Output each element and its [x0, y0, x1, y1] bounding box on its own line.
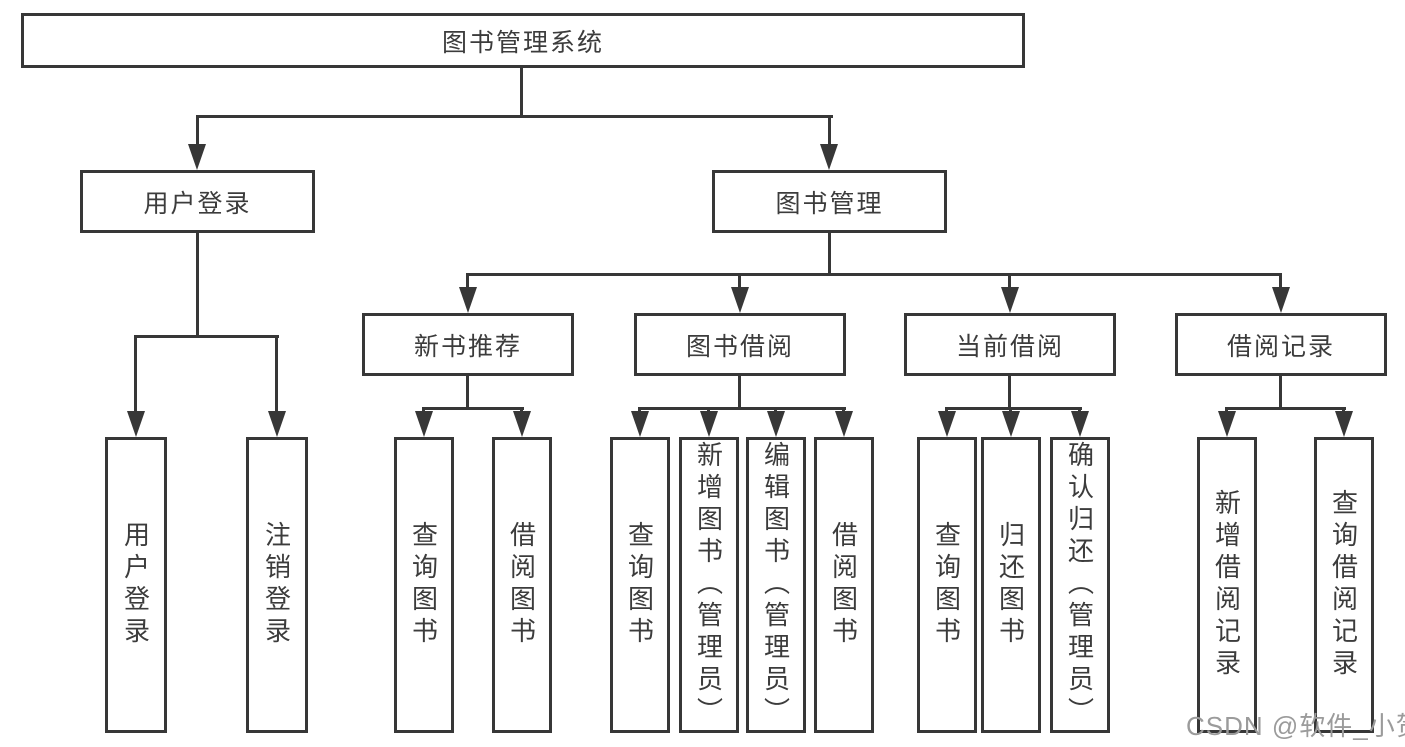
arrowhead-icon [513, 411, 531, 437]
connector-stub [134, 335, 137, 413]
connector-user-login-split [134, 335, 279, 338]
node-user-login: 用户登录 [80, 170, 315, 233]
leaf-label: 用户登录 [120, 521, 151, 649]
connector-stub [828, 115, 831, 147]
connector-split [423, 407, 524, 410]
connector-stem [1279, 374, 1282, 410]
connector-book-management-stem [828, 231, 831, 275]
arrowhead-icon [767, 411, 785, 437]
leaf-label: 查询图书 [931, 521, 962, 649]
leaf-label: 查询图书 [624, 521, 655, 649]
leaf-label: 借阅图书 [506, 521, 537, 649]
arrowhead-icon [1001, 287, 1019, 313]
arrowhead-icon [631, 411, 649, 437]
node-label: 图书管理系统 [441, 28, 604, 57]
node-book-management: 图书管理 [712, 170, 947, 233]
connector-stub [738, 273, 741, 289]
connector-split [1226, 407, 1346, 410]
arrowhead-icon [820, 144, 838, 170]
node-current-borrowing: 当前借阅 [904, 313, 1116, 376]
node-book-borrowing: 图书借阅 [634, 313, 846, 376]
arrowhead-icon [938, 411, 956, 437]
arrowhead-icon [835, 411, 853, 437]
leaf-label: 注销登录 [261, 521, 292, 649]
node-label: 用户登录 [143, 189, 252, 218]
leaf-confirm-return-admin: 确认归还（管理员） [1050, 437, 1110, 733]
leaf-edit-books-admin: 编辑图书（管理员） [746, 437, 806, 733]
arrowhead-icon [188, 144, 206, 170]
leaf-label: 归还图书 [995, 521, 1026, 649]
leaf-label: 新增借阅记录 [1211, 489, 1242, 681]
csdn-watermark: CSDN @软件_小贺同学 [1186, 711, 1405, 741]
leaf-query-books: 查询图书 [610, 437, 670, 733]
node-label: 图书管理 [775, 189, 884, 218]
leaf-logout: 注销登录 [246, 437, 308, 733]
connector-stub [1008, 273, 1011, 289]
connector-stem [1008, 374, 1011, 410]
leaf-return-books: 归还图书 [981, 437, 1041, 733]
connector-split [946, 407, 1082, 410]
leaf-add-books-admin: 新增图书（管理员） [679, 437, 739, 733]
arrowhead-icon [1002, 411, 1020, 437]
node-label: 新书推荐 [413, 332, 522, 361]
leaf-add-borrow-record: 新增借阅记录 [1197, 437, 1257, 733]
leaf-query-books: 查询图书 [917, 437, 977, 733]
connector-split [639, 407, 846, 410]
connector-stub [466, 273, 469, 289]
node-library-management-system: 图书管理系统 [21, 13, 1025, 68]
leaf-query-borrow-record: 查询借阅记录 [1314, 437, 1374, 733]
connector-level3-split [466, 273, 1282, 276]
connector-stub [275, 335, 278, 413]
leaf-user-login: 用户登录 [105, 437, 167, 733]
arrowhead-icon [415, 411, 433, 437]
leaf-label: 借阅图书 [828, 521, 859, 649]
connector-level2-split [196, 115, 833, 118]
node-label: 借阅记录 [1226, 332, 1335, 361]
leaf-label: 确认归还（管理员） [1064, 441, 1095, 729]
connector-stem [466, 374, 469, 410]
leaf-borrow-books: 借阅图书 [814, 437, 874, 733]
arrowhead-icon [459, 287, 477, 313]
connector-stub [1279, 273, 1282, 289]
leaf-label: 查询图书 [408, 521, 439, 649]
leaf-query-books: 查询图书 [394, 437, 454, 733]
node-new-book-recommend: 新书推荐 [362, 313, 574, 376]
leaf-label: 编辑图书（管理员） [760, 441, 791, 729]
leaf-label: 查询借阅记录 [1328, 489, 1359, 681]
connector-stub [196, 115, 199, 147]
arrowhead-icon [1335, 411, 1353, 437]
node-label: 图书借阅 [685, 332, 794, 361]
arrowhead-icon [268, 411, 286, 437]
node-label: 当前借阅 [955, 332, 1064, 361]
arrowhead-icon [1071, 411, 1089, 437]
arrowhead-icon [127, 411, 145, 437]
leaf-label: 新增图书（管理员） [693, 441, 724, 729]
connector-user-login-stem [196, 231, 199, 337]
arrowhead-icon [700, 411, 718, 437]
arrowhead-icon [731, 287, 749, 313]
connector-stem [738, 374, 741, 410]
connector-root-stem [520, 67, 523, 117]
leaf-borrow-books: 借阅图书 [492, 437, 552, 733]
node-borrowing-records: 借阅记录 [1175, 313, 1387, 376]
arrowhead-icon [1218, 411, 1236, 437]
arrowhead-icon [1272, 287, 1290, 313]
